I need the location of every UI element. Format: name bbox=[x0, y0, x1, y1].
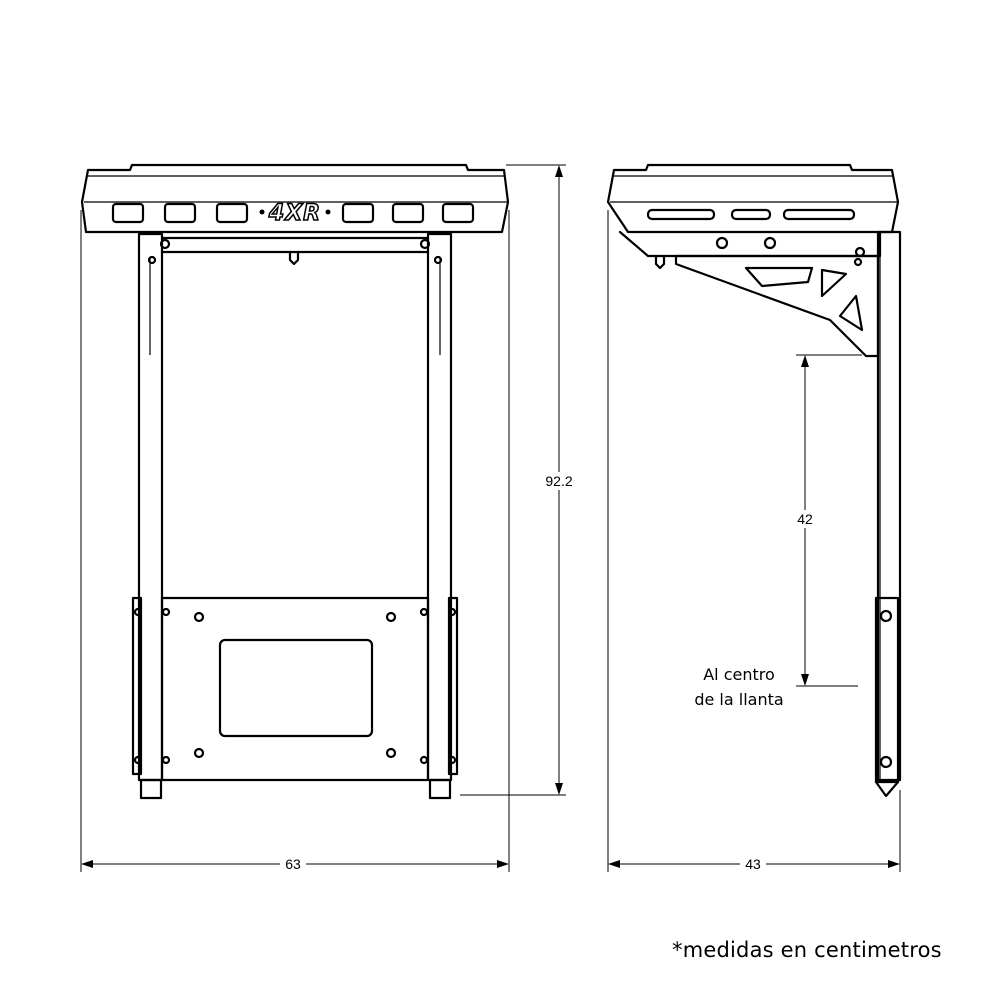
brand-logo: 4XR bbox=[259, 200, 331, 227]
front-height-label: 92.2 bbox=[545, 473, 572, 489]
wheel-center-note-line1: Al centro bbox=[703, 665, 775, 684]
front-view: 4XR bbox=[80, 163, 510, 800]
side-drop-label: 42 bbox=[797, 511, 813, 527]
wheel-center-note-line2: de la llanta bbox=[694, 690, 783, 709]
side-top-bar bbox=[606, 163, 900, 234]
front-top-bar bbox=[80, 163, 510, 234]
front-height-dimension: 92.2 bbox=[460, 164, 578, 796]
units-footnote: *medidas en centimetros bbox=[672, 938, 942, 962]
front-right-post bbox=[419, 232, 459, 800]
side-width-label: 43 bbox=[745, 856, 761, 872]
front-left-post bbox=[131, 232, 171, 800]
front-width-dimension: 63 bbox=[80, 210, 510, 873]
wheel-center-note: Al centro de la llanta bbox=[694, 665, 783, 709]
front-bar-slots bbox=[111, 202, 475, 224]
side-drop-dimension: 42 bbox=[792, 354, 862, 687]
brand-logo-text: 4XR bbox=[268, 201, 321, 226]
front-mounting-plate bbox=[160, 596, 430, 782]
side-vertical-post bbox=[874, 230, 902, 798]
front-width-label: 63 bbox=[285, 856, 301, 872]
side-width-dimension: 43 bbox=[607, 210, 901, 873]
side-view bbox=[606, 163, 902, 798]
